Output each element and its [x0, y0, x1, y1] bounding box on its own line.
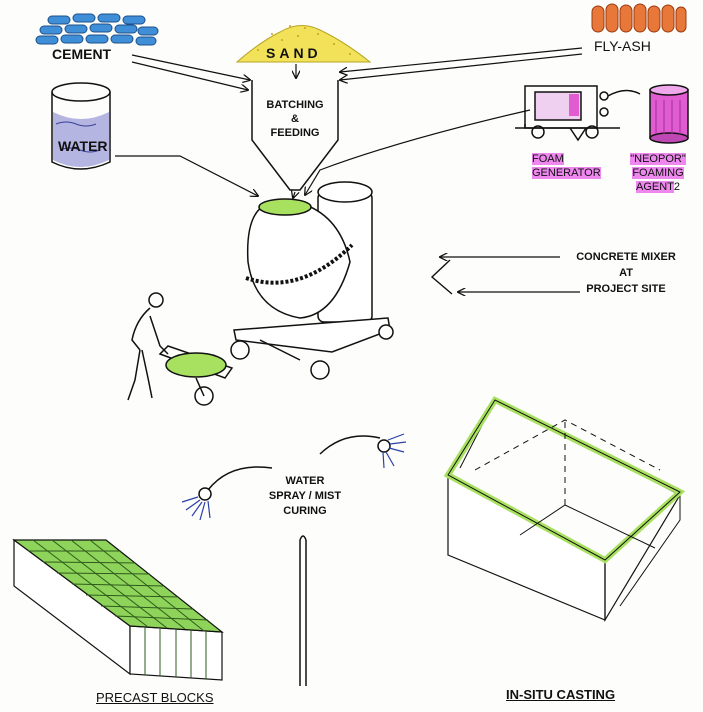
worker-wheelbarrow-icon [127, 292, 234, 406]
flow-arrows [115, 47, 583, 292]
mixer-label-chevron [430, 259, 453, 295]
cement-label: CEMENT [52, 46, 112, 62]
arrow-cement-to-hopper [131, 54, 250, 80]
foam-generator-label: FOAM GENERATOR [532, 153, 601, 179]
sand-pile-icon [235, 25, 372, 63]
foaming-agent-drum-icon [649, 84, 689, 144]
precast-blocks-label: PRECAST BLOCKS [96, 690, 214, 705]
arrow-water-to-mixer [115, 155, 258, 196]
precast-blocks-icon [12, 538, 224, 681]
in-situ-casting-icon [443, 396, 686, 623]
arrow-flyash-to-hopper-2 [340, 53, 583, 80]
fly-ash-label: FLY-ASH [594, 38, 651, 54]
foaming-agent-label: "NEOPOR" FOAMING AGENT2 [630, 153, 686, 193]
concrete-mixer-icon [230, 181, 394, 380]
spray-nozzles-icon [181, 433, 407, 686]
foam-generator-icon [515, 85, 641, 142]
arrow-hopper-to-mixer [293, 192, 295, 198]
sand-label: SAND [266, 45, 322, 61]
water-label: WATER [58, 138, 108, 154]
water-drum-icon [51, 82, 111, 170]
arrow-foam-to-mixer [305, 109, 531, 195]
fly-ash-icon [591, 3, 687, 33]
batching-label: BATCHING & FEEDING [266, 99, 324, 139]
concrete-mixer-label: CONCRETE MIXER AT PROJECT SITE [576, 251, 676, 295]
arrow-cement-to-hopper-2 [131, 61, 248, 90]
cement-bags-icon [35, 13, 159, 46]
arrow-flyash-to-hopper [340, 47, 583, 72]
curing-label: WATER SPRAY / MIST CURING [268, 475, 342, 517]
in-situ-casting-label: IN-SITU CASTING [506, 687, 616, 702]
